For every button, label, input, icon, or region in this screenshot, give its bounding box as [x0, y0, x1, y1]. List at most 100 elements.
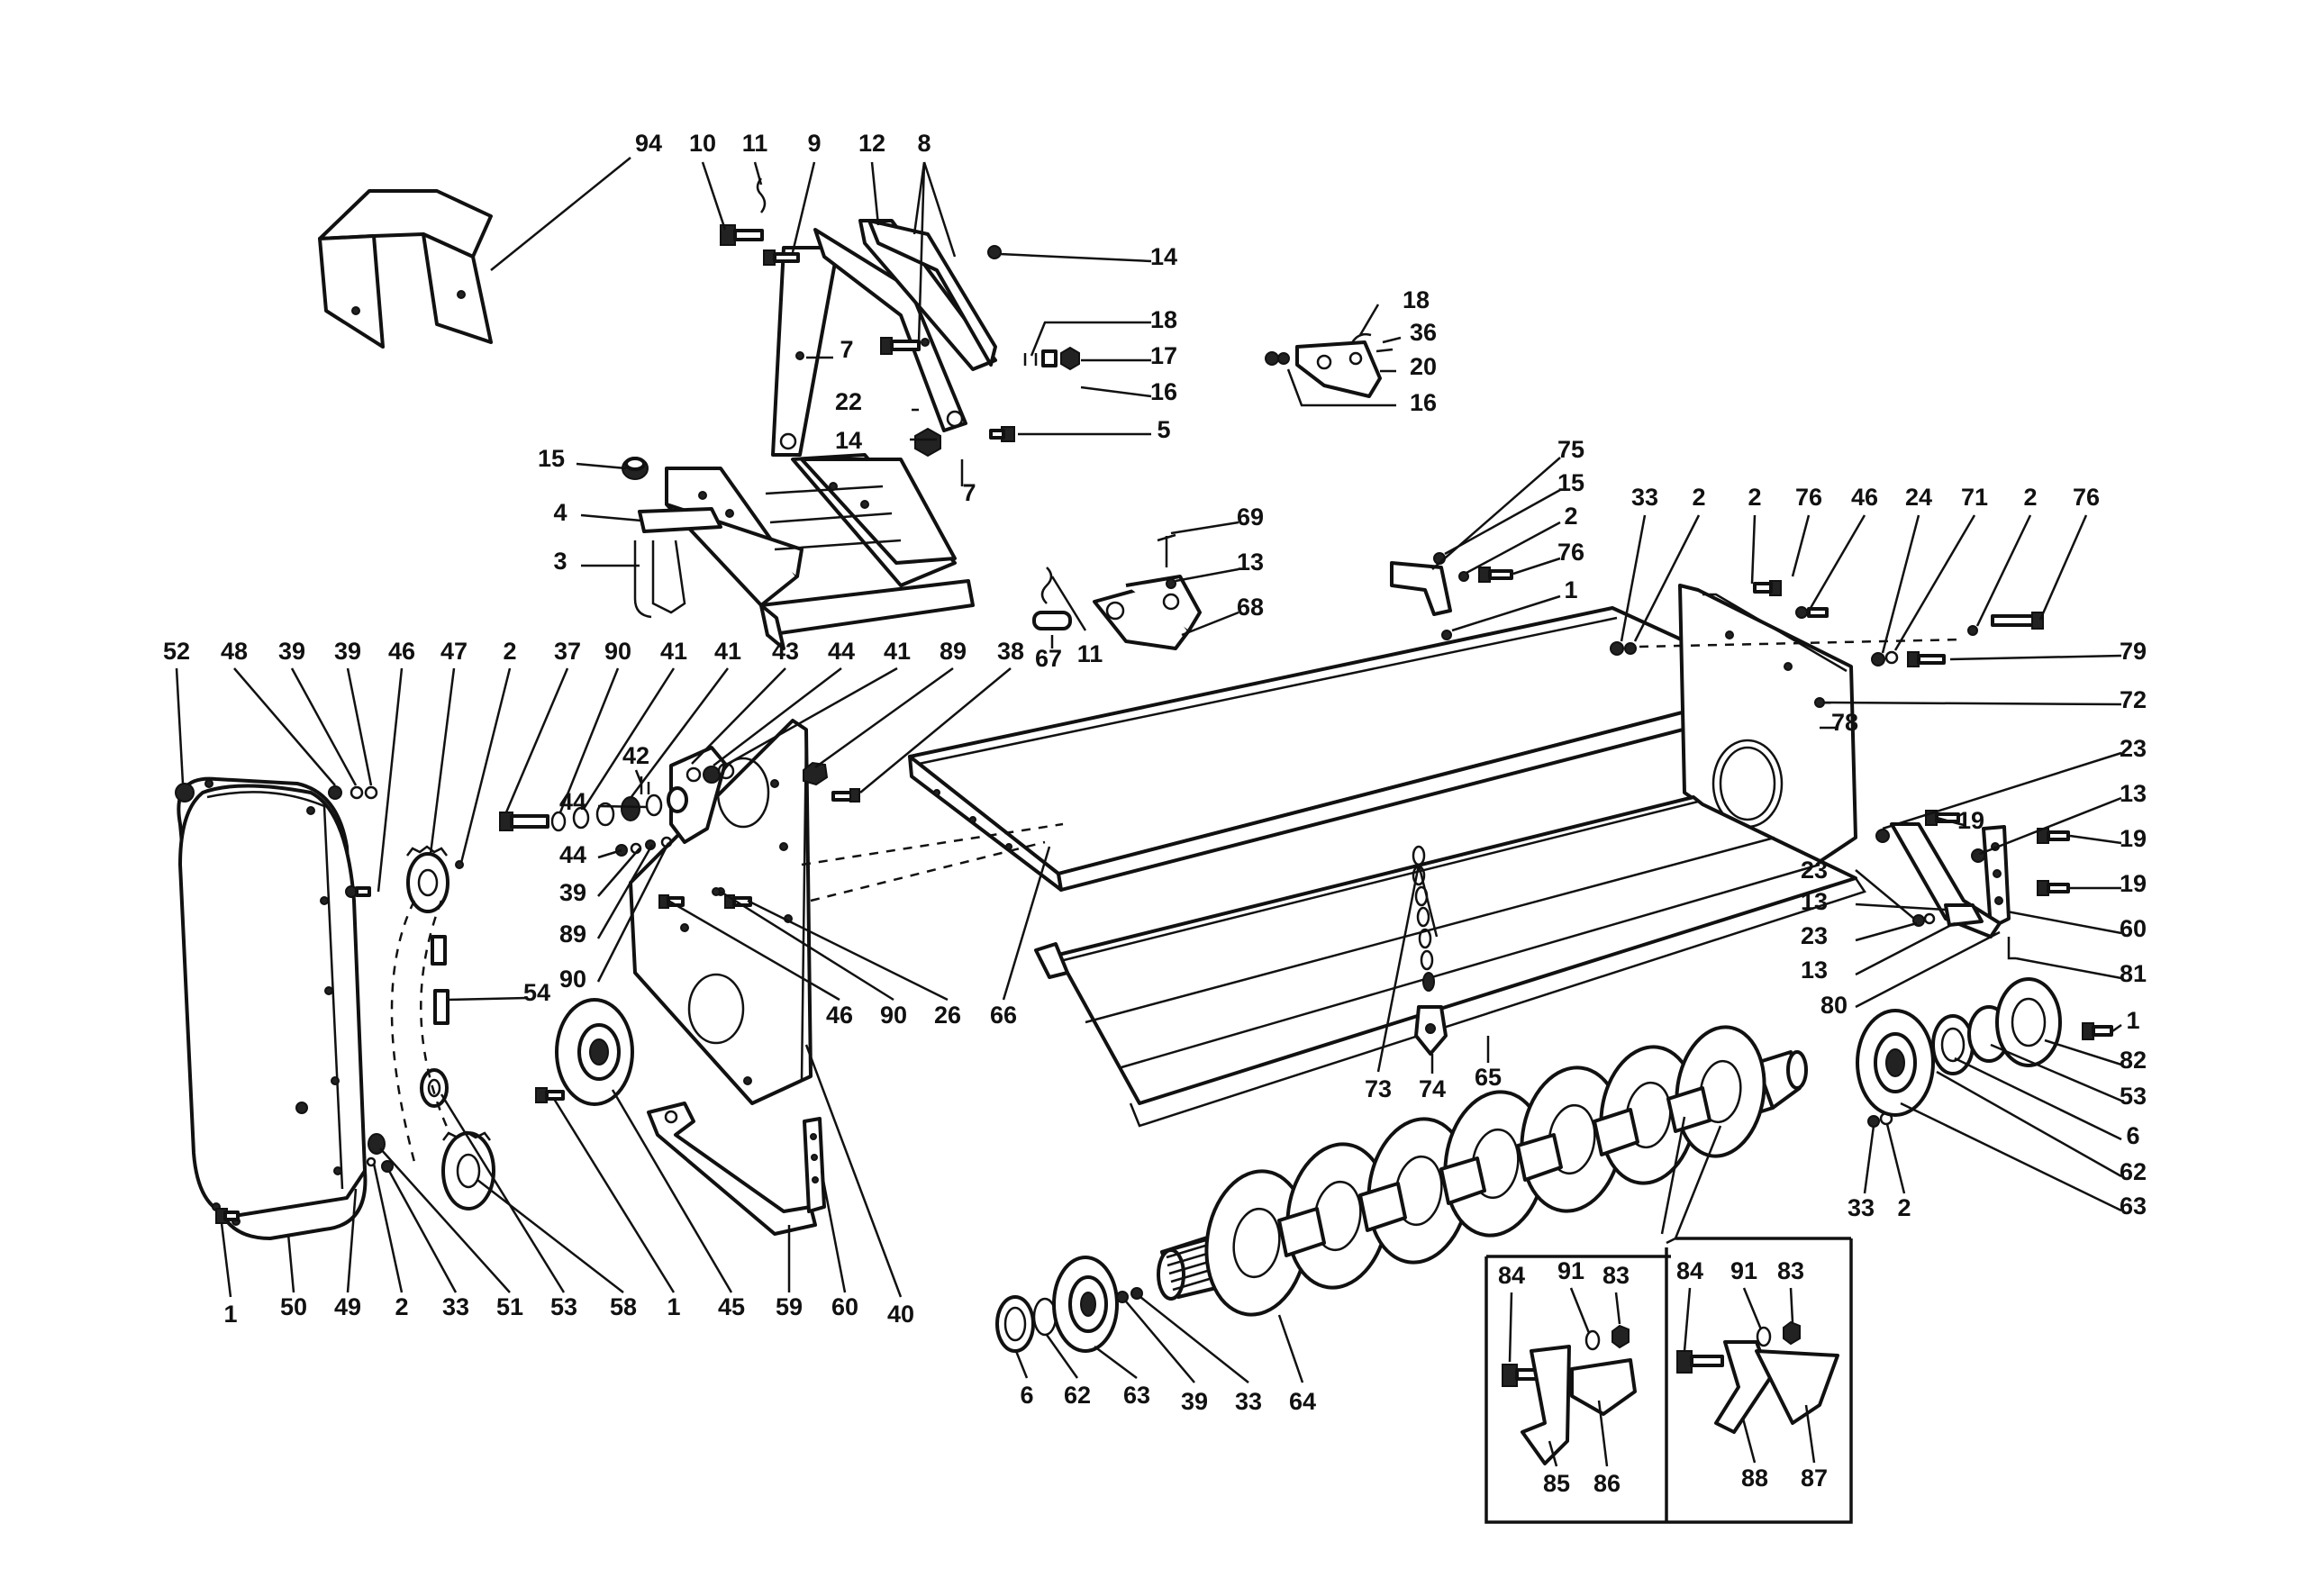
part-label: 33 [442, 1293, 469, 1320]
rotor-shaft-64 [1157, 1025, 1808, 1317]
part-label: 13 [1801, 957, 1828, 984]
part-label: 22 [835, 388, 862, 415]
part-label: 91 [1730, 1257, 1757, 1284]
left-side-plate-40 [629, 719, 1064, 1105]
part-label: 50 [280, 1293, 307, 1320]
latch-plate-20 [1265, 332, 1394, 398]
part-label: 63 [1123, 1382, 1150, 1409]
chain-case-cover-50 [175, 776, 368, 1240]
part-label: 59 [776, 1293, 803, 1320]
part-label: 76 [1557, 539, 1584, 566]
part-label: 84 [1676, 1257, 1703, 1284]
part-label: 80 [1820, 992, 1848, 1019]
part-label: 83 [1602, 1262, 1630, 1289]
part-label: 42 [622, 742, 649, 769]
rear-flap-65 [1034, 795, 1866, 1128]
part-label: 1 [667, 1293, 680, 1320]
part-label: 14 [835, 427, 862, 454]
part-label: 40 [887, 1301, 914, 1328]
hitch-frame [622, 453, 975, 650]
part-label: 23 [1801, 857, 1828, 884]
part-label: 46 [826, 1002, 853, 1029]
part-label: 82 [2120, 1047, 2147, 1074]
part-label: 39 [334, 638, 361, 665]
part-label: 47 [440, 638, 468, 665]
part-label: 7 [840, 336, 853, 363]
part-label: 41 [884, 638, 911, 665]
part-label: 53 [2120, 1083, 2147, 1110]
part-label: 6 [2126, 1122, 2139, 1149]
part-label: 19 [1957, 807, 1984, 834]
top-link-arms [771, 219, 997, 457]
part-label: 54 [523, 979, 550, 1006]
part-label: 2 [1692, 484, 1705, 511]
flange-bearing-58 [535, 998, 634, 1106]
part-label: 38 [997, 638, 1024, 665]
part-label: 15 [1557, 469, 1584, 496]
part-label: 90 [604, 638, 631, 665]
part-label: 39 [278, 638, 305, 665]
part-label: 41 [660, 638, 687, 665]
tine-set-angled [1676, 1320, 1839, 1434]
part-label: 74 [1419, 1075, 1446, 1102]
part-label: 3 [553, 548, 567, 575]
part-label: 75 [1557, 436, 1584, 463]
part-label: 17 [1150, 342, 1177, 369]
part-label: 79 [2120, 638, 2147, 665]
part-label: 39 [1181, 1388, 1208, 1415]
part-label: 76 [1795, 484, 1822, 511]
right-bearing-group [1856, 977, 2113, 1128]
part-label: 18 [1150, 306, 1177, 333]
part-label: 11 [742, 130, 768, 157]
leader-lines [175, 157, 2122, 1467]
part-label: 2 [395, 1293, 408, 1320]
part-label: 44 [828, 638, 855, 665]
top-link-fasteners [720, 177, 1080, 458]
part-label: 94 [635, 130, 662, 157]
part-label: 46 [1851, 484, 1878, 511]
part-label: 58 [610, 1293, 637, 1320]
part-label: 16 [1410, 389, 1437, 416]
part-label: 11 [1077, 640, 1103, 667]
part-label: 71 [1961, 484, 1988, 511]
part-label: 85 [1543, 1470, 1570, 1497]
part-label: 81 [2120, 960, 2147, 987]
part-label: 76 [2073, 484, 2100, 511]
part-label: 5 [1157, 416, 1170, 443]
part-label: 44 [559, 788, 586, 815]
part-label: 2 [1897, 1194, 1911, 1221]
part-label: 86 [1593, 1470, 1621, 1497]
part-label: 43 [772, 638, 799, 665]
part-label: 64 [1289, 1388, 1316, 1415]
part-label: 41 [714, 638, 741, 665]
part-label: 68 [1237, 594, 1264, 621]
part-label: 88 [1741, 1465, 1768, 1492]
part-label: 23 [2120, 735, 2147, 762]
part-label: 1 [223, 1301, 237, 1328]
part-label: 72 [2120, 686, 2147, 713]
part-label: 78 [1831, 709, 1858, 736]
shield-cover-94 [318, 189, 493, 349]
part-label: 36 [1410, 319, 1437, 346]
part-label: 4 [553, 499, 567, 526]
part-label: 26 [934, 1002, 961, 1029]
tine-set-straight [1502, 1324, 1637, 1465]
part-label: 60 [831, 1293, 858, 1320]
part-label: 62 [1064, 1382, 1091, 1409]
part-label: 19 [2120, 825, 2147, 852]
part-label: 1 [2126, 1007, 2139, 1034]
part-label: 90 [559, 966, 586, 993]
part-label: 60 [2120, 915, 2147, 942]
part-label: 62 [2120, 1158, 2147, 1185]
part-label: 49 [334, 1293, 361, 1320]
part-label: 14 [1150, 243, 1177, 270]
left-bearing-group [995, 1256, 1143, 1353]
part-label: 51 [496, 1293, 523, 1320]
part-label: 2 [1564, 503, 1577, 530]
rotor-discs [1204, 1025, 1766, 1317]
part-label: 65 [1475, 1064, 1502, 1091]
part-label: 63 [2120, 1192, 2147, 1220]
part-label: 23 [1801, 922, 1828, 949]
